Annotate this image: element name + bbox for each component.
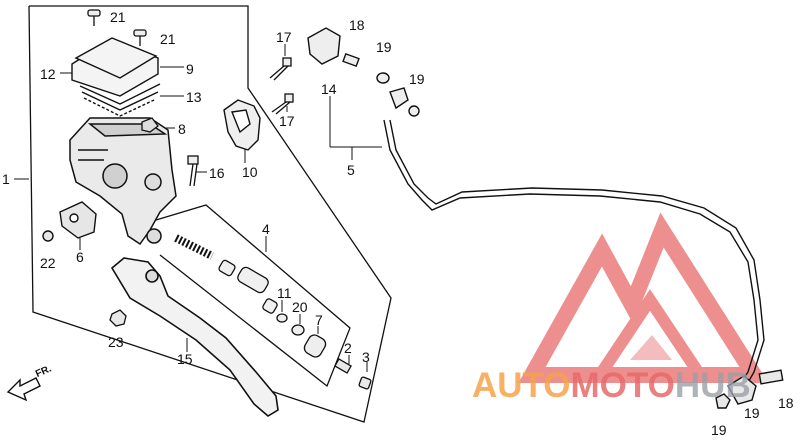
callout-21: 21 <box>110 9 126 25</box>
callout-3: 3 <box>362 349 370 365</box>
callout-7: 7 <box>315 312 323 328</box>
direction-arrow-icon <box>6 377 41 402</box>
callout-4: 4 <box>262 221 270 237</box>
callout-9: 9 <box>186 61 194 77</box>
watermark-auto: AUTO <box>472 366 571 405</box>
callout-17: 17 <box>276 29 292 45</box>
callout-19: 19 <box>376 39 392 55</box>
nut-23 <box>109 309 127 327</box>
callout-6: 6 <box>76 249 84 265</box>
callout-5: 5 <box>347 162 355 178</box>
watermark-text: AUTOMOTOHUB <box>472 366 751 406</box>
reservoir-cap <box>71 37 161 117</box>
assembly-outline <box>28 5 392 423</box>
callout-2: 2 <box>344 340 352 356</box>
callout-18: 18 <box>349 17 365 33</box>
watermark-logo <box>518 212 769 383</box>
piston-kit-4 <box>174 234 278 314</box>
callout-19: 19 <box>409 71 425 87</box>
switch-6 <box>42 201 97 242</box>
callout-23: 23 <box>108 334 124 350</box>
bolt-17 <box>269 57 294 115</box>
master-cylinder-body <box>69 117 177 246</box>
brake-lever-15 <box>110 257 279 417</box>
callout-15: 15 <box>177 351 193 367</box>
banjo-fitting-bottom <box>715 369 784 409</box>
callout-20: 20 <box>292 299 308 315</box>
holder-10 <box>223 99 261 151</box>
watermark-hub: HUB <box>674 366 751 405</box>
callout-19: 19 <box>711 422 727 438</box>
callout-18: 18 <box>778 395 794 411</box>
parts-2-3 <box>334 358 372 390</box>
parts-11-20-7 <box>276 313 327 358</box>
callout-21: 21 <box>160 31 176 47</box>
screw-8 <box>141 117 159 133</box>
callout-14: 14 <box>321 81 337 97</box>
callout-10: 10 <box>242 164 258 180</box>
callout-19: 19 <box>744 405 760 421</box>
callout-22: 22 <box>40 255 56 271</box>
banjo-fitting-top <box>307 27 420 117</box>
callout-17: 17 <box>279 113 295 129</box>
bolt-16 <box>187 155 199 187</box>
callout-13: 13 <box>186 89 202 105</box>
callout-16: 16 <box>209 165 225 181</box>
callout-1: 1 <box>2 171 10 187</box>
brake-hose-5 <box>383 119 765 387</box>
watermark-moto: MOTO <box>570 366 675 405</box>
callout-11: 11 <box>277 285 292 301</box>
screw-21 <box>87 9 147 46</box>
callout-12: 12 <box>40 66 56 82</box>
callout-8: 8 <box>178 121 186 137</box>
